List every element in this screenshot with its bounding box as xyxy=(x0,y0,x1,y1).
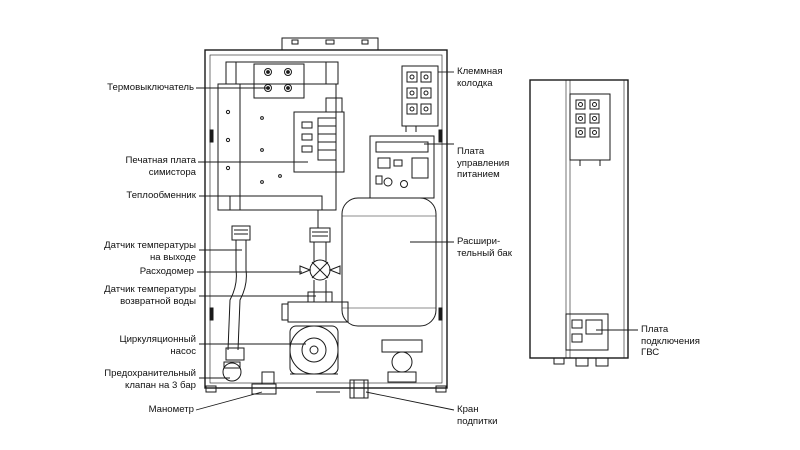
mounting-bracket xyxy=(281,37,379,50)
side-dhw-board xyxy=(565,313,609,351)
side-terminal-block xyxy=(569,93,611,166)
label-safety-valve: Предохранительный клапан на 3 бар xyxy=(104,368,196,391)
bottom-fittings xyxy=(251,339,423,399)
label-terminal-block: Клеммная колодка xyxy=(457,66,503,89)
label-thermo-switch: Термовыключатель xyxy=(107,82,194,93)
label-circulation-pump: Циркуляционный насос xyxy=(119,334,196,357)
label-expansion-tank: Расшири- тельный бак xyxy=(457,236,512,259)
triac-board-part xyxy=(293,97,345,173)
leader-lines xyxy=(195,71,638,411)
label-heat-exchanger: Теплообменник xyxy=(126,190,196,201)
label-power-control-board: Плата управления питанием xyxy=(457,146,510,180)
thermo-switch-part xyxy=(225,61,339,99)
label-flowmeter: Расходомер xyxy=(139,266,194,277)
circulation-pump-part xyxy=(281,301,349,375)
terminal-block-part xyxy=(401,65,439,132)
label-dhw-board: Плата подключения ГВС xyxy=(641,324,700,358)
side-casing xyxy=(529,79,629,359)
label-return-temp-sensor: Датчик температуры возвратной воды xyxy=(104,284,196,307)
pipes-part xyxy=(222,225,341,382)
label-triac-board: Печатная плата симистора xyxy=(125,155,196,178)
label-outlet-temp-sensor: Датчик температуры на выходе xyxy=(104,240,196,263)
expansion-tank-part xyxy=(341,197,437,327)
front-view xyxy=(204,37,448,399)
power-control-board-part xyxy=(369,135,435,199)
label-manometer: Манометр xyxy=(148,404,194,415)
side-view xyxy=(529,79,629,367)
label-fill-valve: Кран подпитки xyxy=(457,404,498,427)
